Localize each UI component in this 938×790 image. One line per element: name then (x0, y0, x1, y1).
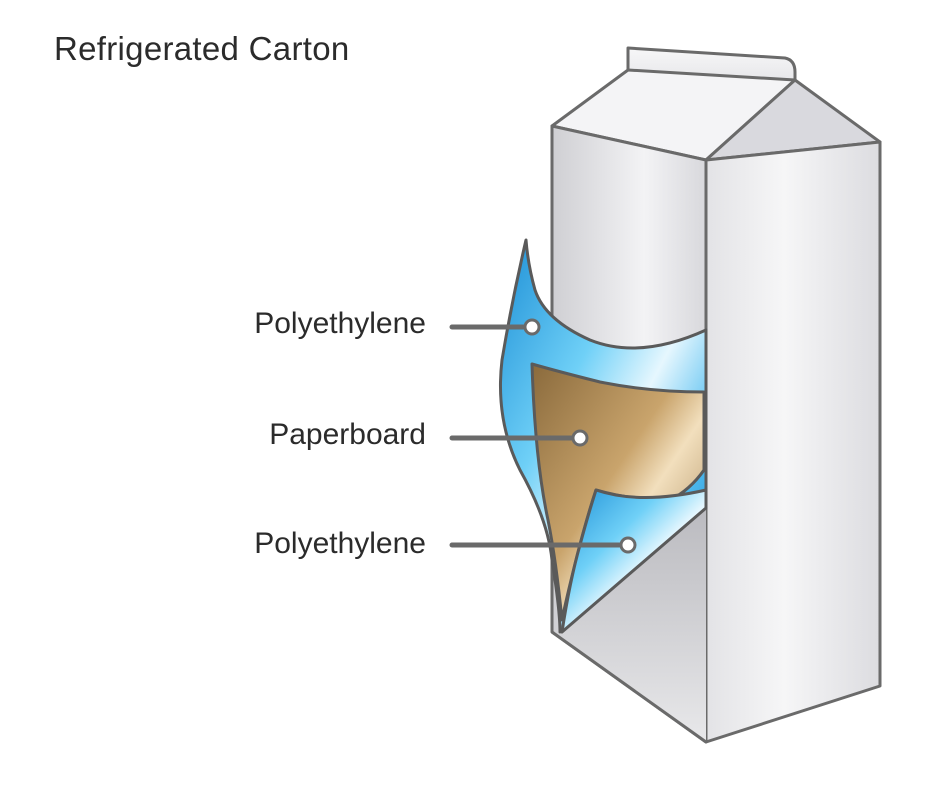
label-paperboard: Paperboard (269, 418, 426, 451)
label-polyethylene-inner: Polyethylene (254, 527, 426, 560)
layer-stack (499, 238, 708, 634)
leader-lines (449, 318, 637, 554)
label-polyethylene-outer: Polyethylene (254, 307, 426, 340)
leader-dot-polyethylene-top (523, 318, 541, 336)
leader-dot-paperboard (571, 429, 589, 447)
leader-dot-polyethylene-bottom (619, 536, 637, 554)
diagram-title: Refrigerated Carton (54, 30, 350, 67)
polyethylene-inner-layer (560, 488, 708, 634)
